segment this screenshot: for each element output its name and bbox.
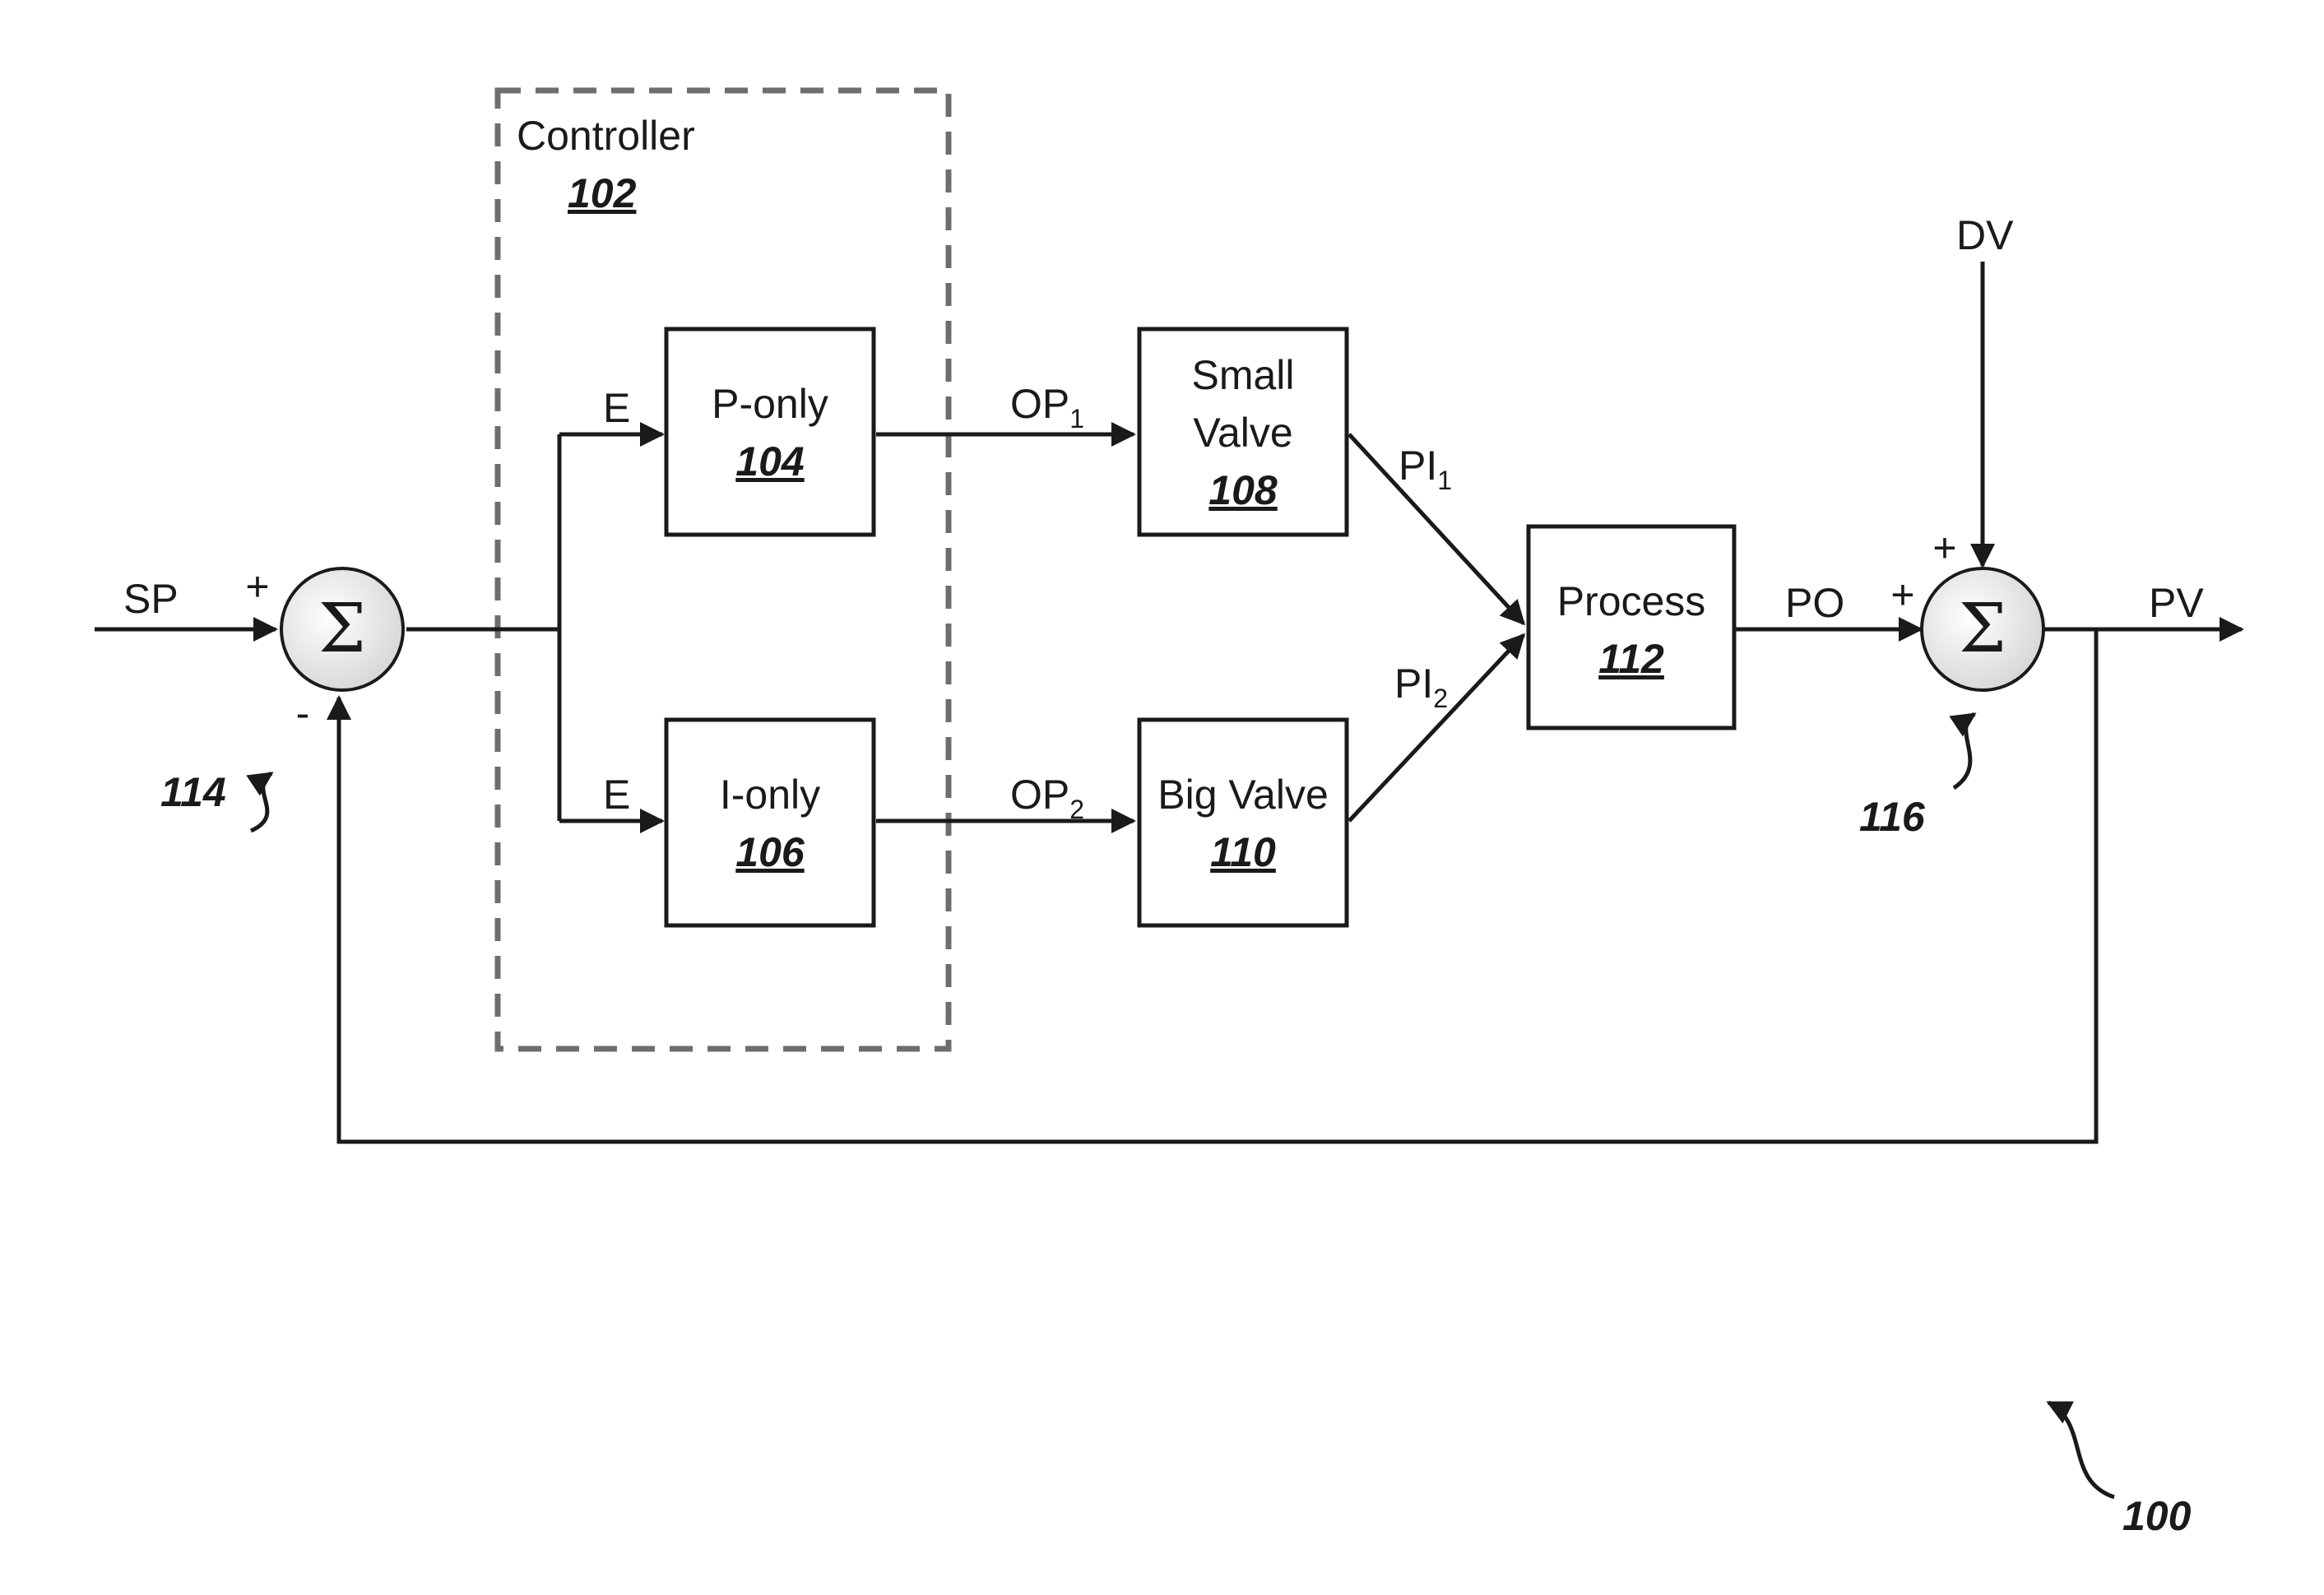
p-only-ref: 104 <box>735 438 804 485</box>
e-label-bottom: E <box>603 772 630 818</box>
ref-100-leader <box>2048 1403 2114 1497</box>
ref-116-label: 116 <box>1859 794 1926 840</box>
i-only-block <box>666 720 874 925</box>
big-valve-label: Big Valve <box>1157 772 1329 818</box>
e-label-top: E <box>603 385 630 431</box>
sp-label: SP <box>123 576 179 622</box>
op2-label: OP2 <box>1010 772 1084 824</box>
po-plus-sign: + <box>1890 572 1914 618</box>
figure-ref-label: 100 <box>2122 1493 2192 1539</box>
op1-label-sub: 1 <box>1069 404 1084 434</box>
pv-label: PV <box>2149 580 2204 626</box>
sigma-symbol-2: Σ <box>1959 590 2006 668</box>
p-only-block <box>666 329 874 535</box>
ref-114-leader <box>251 773 271 831</box>
pi1-label-base: PI <box>1399 443 1437 489</box>
process-label: Process <box>1557 578 1706 624</box>
dv-plus-sign: + <box>1932 525 1956 571</box>
small-valve-ref: 108 <box>1208 467 1278 513</box>
op2-label-sub: 2 <box>1069 795 1084 824</box>
op1-label: OP1 <box>1010 381 1084 434</box>
i-only-ref: 106 <box>735 829 805 875</box>
controller-ref: 102 <box>568 170 637 216</box>
small-valve-label-line2: Valve <box>1193 410 1292 456</box>
pi1-label-sub: 1 <box>1437 466 1452 495</box>
big-valve-ref: 110 <box>1210 829 1276 875</box>
p-only-label: P-only <box>712 381 828 427</box>
controller-label: Controller <box>517 113 695 159</box>
feedback-minus-sign: - <box>296 690 310 736</box>
pi2-label: PI2 <box>1394 661 1448 713</box>
dv-label: DV <box>1956 212 2014 258</box>
pi2-label-base: PI <box>1394 661 1433 707</box>
sp-plus-sign: + <box>245 563 269 610</box>
op2-label-base: OP <box>1010 772 1069 818</box>
ref-116-leader <box>1954 714 1974 788</box>
ref-114-label: 114 <box>160 769 226 815</box>
pi2-wire <box>1349 635 1524 821</box>
po-label: PO <box>1785 580 1844 626</box>
pi2-label-sub: 2 <box>1433 684 1448 713</box>
big-valve-block <box>1139 720 1347 925</box>
i-only-label: I-only <box>720 772 820 818</box>
process-block <box>1528 526 1734 728</box>
sigma-symbol-1: Σ <box>318 590 366 668</box>
op1-label-base: OP <box>1010 381 1069 427</box>
small-valve-label-line1: Small <box>1191 352 1294 398</box>
pi1-label: PI1 <box>1399 443 1452 495</box>
process-ref: 112 <box>1598 636 1664 682</box>
